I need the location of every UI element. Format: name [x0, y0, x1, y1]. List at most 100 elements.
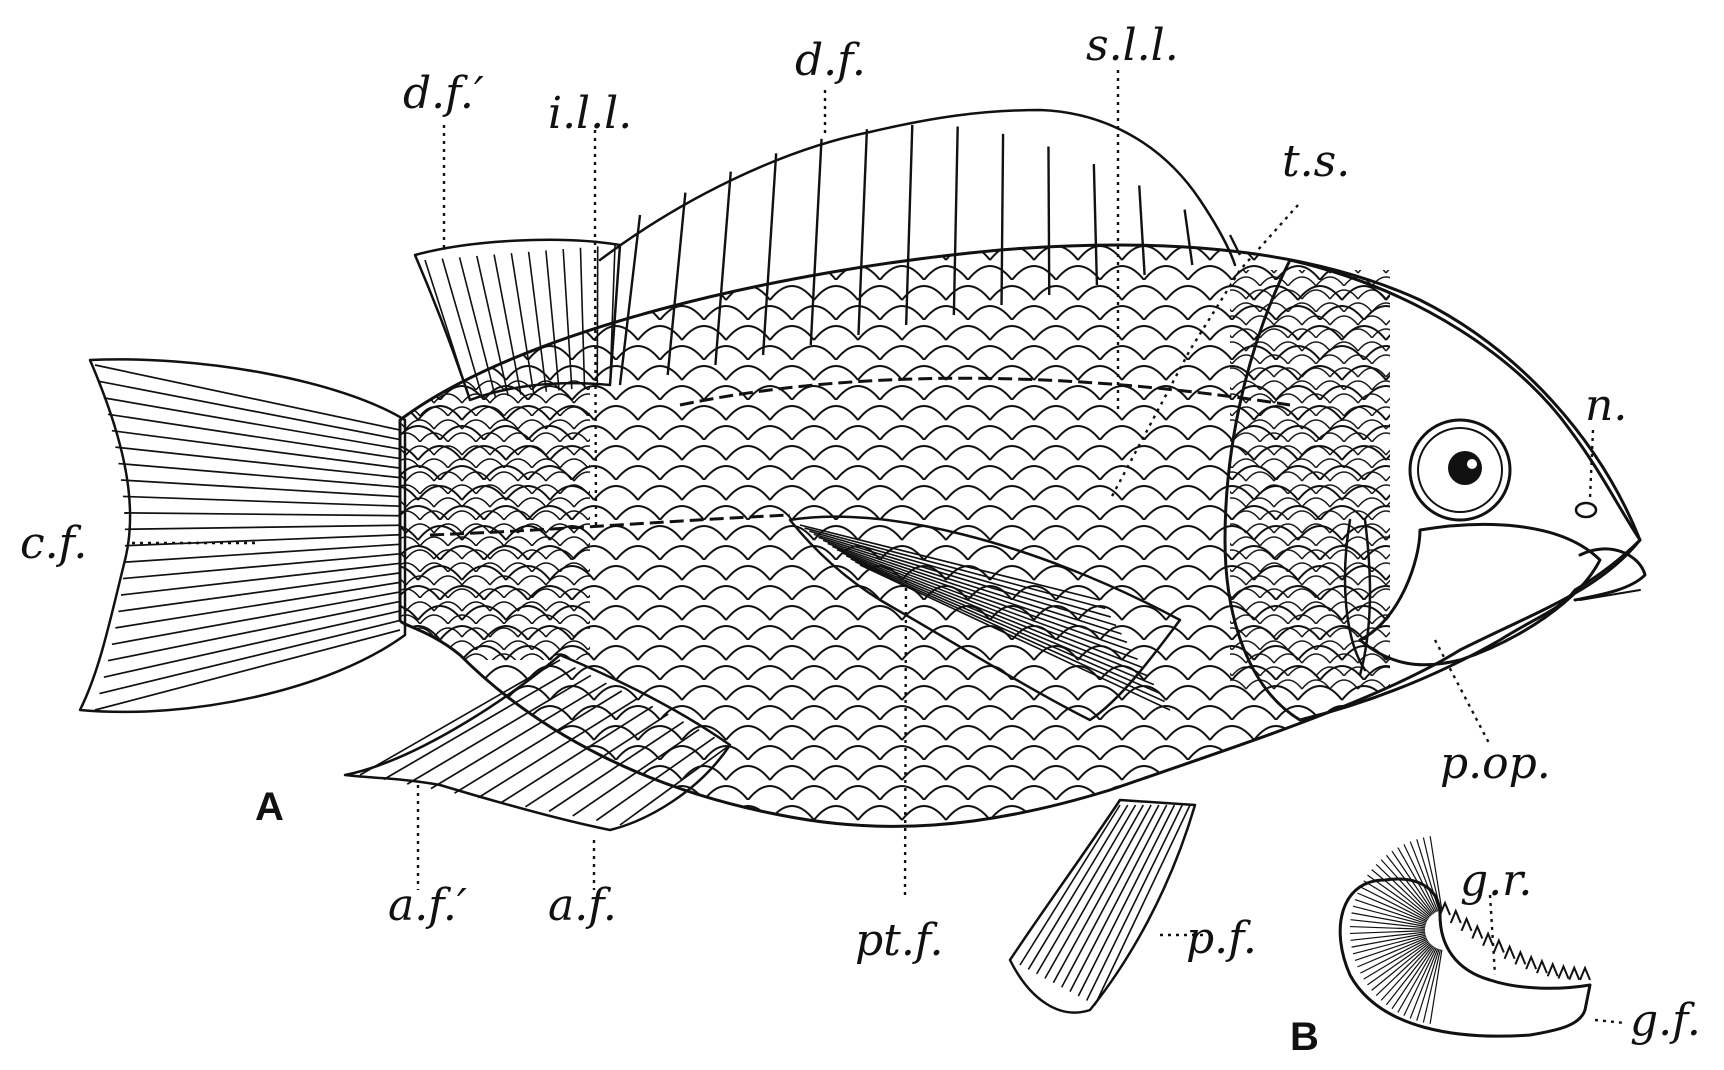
fin-ray	[799, 524, 1101, 601]
label-preoperculum: p.op.	[1440, 738, 1551, 789]
fin-ray	[124, 524, 401, 531]
fin-ray	[1069, 804, 1168, 993]
fin-ray	[1052, 804, 1152, 984]
eye	[1408, 418, 1512, 522]
fin-ray	[855, 561, 1165, 703]
fin-ray	[99, 380, 401, 441]
fin-ray	[1357, 937, 1427, 968]
fin-ray	[1416, 839, 1440, 912]
fin-ray	[111, 429, 401, 469]
fin-ray	[103, 397, 401, 450]
label-superior-lateral-line: s.l.l.	[1086, 20, 1179, 71]
panel-label-a: A	[255, 785, 284, 829]
fin-ray	[1085, 804, 1183, 1001]
gill-raker	[1460, 916, 1473, 932]
caudal-fin-rays	[94, 364, 401, 711]
fin-ray	[1354, 898, 1427, 925]
gill-arch	[1338, 836, 1592, 1038]
fin-ray	[1422, 837, 1442, 911]
fin-ray	[120, 479, 401, 498]
fin-ray	[1391, 850, 1435, 914]
fin-ray	[1363, 939, 1429, 980]
gill-raker	[1579, 965, 1591, 981]
pelvic-fin-rays	[1019, 804, 1191, 1006]
fin-ray	[1385, 945, 1434, 1006]
gill-raker	[1514, 949, 1527, 965]
fin-ray	[124, 533, 401, 547]
fin-ray	[1351, 933, 1426, 948]
nostril	[1574, 501, 1598, 519]
fin-ray	[118, 462, 401, 488]
panel-label-b: B	[1290, 1015, 1319, 1059]
fin-ray	[1367, 941, 1430, 986]
leader-lines	[132, 70, 1626, 1025]
fin-ray	[1429, 949, 1443, 1024]
pectoral-fin-rays	[799, 524, 1171, 711]
fish-head	[1223, 258, 1647, 722]
fin-ray	[836, 548, 1144, 669]
fin-ray	[827, 542, 1133, 652]
fin-ray	[822, 539, 1128, 644]
fin-ray	[1367, 874, 1430, 919]
fin-ray	[1060, 804, 1160, 988]
fin-ray	[124, 543, 401, 563]
fin-ray	[845, 555, 1155, 686]
fin-ray	[1403, 947, 1437, 1016]
fin-ray	[1360, 938, 1428, 974]
fin-ray	[120, 562, 401, 596]
label-gill-rakers: g.r.	[1460, 855, 1532, 906]
fin-ray	[813, 533, 1117, 627]
fin-ray	[111, 591, 401, 646]
pectoral-fin	[788, 515, 1182, 722]
fin-ray	[1354, 935, 1427, 962]
fin-ray	[841, 551, 1149, 677]
fin-ray	[1350, 919, 1426, 929]
fin-ray	[1363, 880, 1429, 921]
gill-raker	[1439, 900, 1451, 916]
caudal-fin	[78, 358, 407, 714]
fin-ray	[1385, 854, 1434, 915]
fin-ray	[1391, 946, 1435, 1010]
fin-ray	[122, 552, 401, 580]
fin-ray	[124, 512, 401, 517]
fin-ray	[1360, 886, 1428, 922]
fin-ray	[424, 259, 471, 401]
gill-raker	[1546, 961, 1559, 977]
gill-raker	[1492, 937, 1505, 953]
fin-ray	[1352, 934, 1426, 955]
fin-ray	[1352, 905, 1426, 926]
label-transverse-scales: t.s.	[1282, 136, 1350, 187]
fin-ray	[1375, 864, 1431, 917]
fin-ray	[1422, 949, 1442, 1023]
label-nostril: n.	[1585, 380, 1627, 431]
fin-ray	[1077, 804, 1176, 997]
fin-ray	[1019, 804, 1121, 966]
fin-ray	[1350, 925, 1426, 930]
pelvic-fin	[1008, 798, 1197, 1014]
fin-ray	[804, 527, 1106, 610]
fin-ray	[1350, 930, 1426, 935]
gill-raker	[1449, 908, 1462, 924]
fin-ray	[1380, 859, 1433, 916]
fin-ray	[850, 558, 1160, 694]
fin-ray	[115, 581, 401, 629]
fin-ray	[1027, 804, 1129, 970]
gill-rakers	[1439, 900, 1591, 981]
fin-ray	[1350, 931, 1426, 941]
fin-ray	[118, 572, 401, 613]
fin-ray	[94, 364, 401, 431]
fin-ray	[1371, 869, 1430, 918]
fin-ray	[818, 536, 1122, 635]
fin-ray	[1035, 804, 1137, 975]
fin-ray	[115, 446, 401, 479]
gill-raker	[1568, 965, 1581, 981]
fin-ray	[1397, 947, 1436, 1013]
fin-ray	[1094, 804, 1191, 1006]
fin-ray	[99, 619, 401, 695]
label-dorsal-fin: d.f.	[795, 35, 866, 86]
inferior-lateral-line	[429, 513, 791, 537]
fin-ray	[1357, 892, 1427, 923]
fin-ray	[103, 610, 401, 678]
fin-ray	[107, 413, 401, 460]
